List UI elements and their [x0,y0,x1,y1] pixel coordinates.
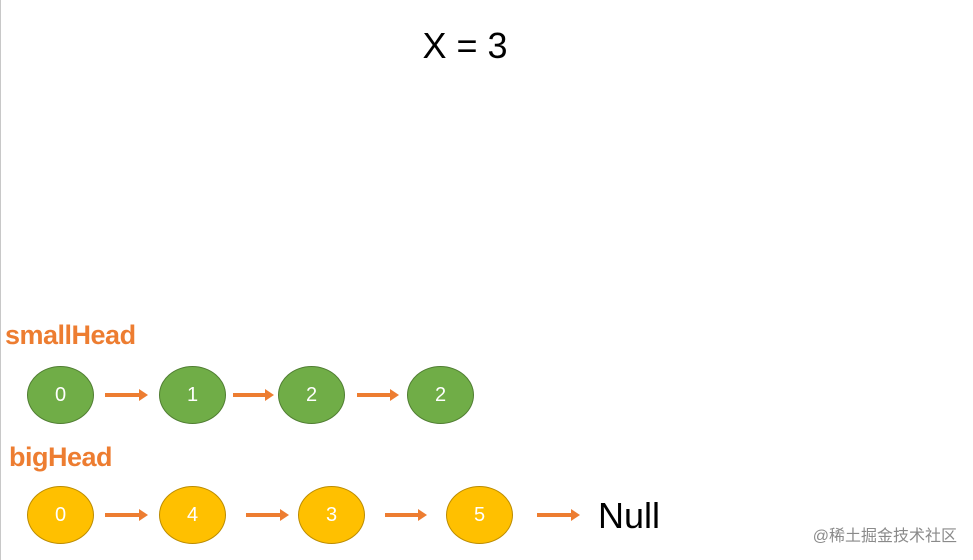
small-list-arrow [105,388,148,402]
watermark: @稀土掘金技术社区 [812,528,957,545]
big-list-node: 5 [446,486,513,544]
small-list-node: 0 [27,366,94,424]
small-list-node: 2 [407,366,474,424]
big-list-node: 0 [27,486,94,544]
small-head-label: smallHead [5,320,136,350]
big-list-arrow [537,508,580,522]
diagram-title: X = 3 [422,25,508,66]
big-list-arrow [246,508,289,522]
big-list-arrow [385,508,427,522]
small-list-node: 1 [159,366,226,424]
big-list-arrow [105,508,148,522]
small-list-arrow [233,388,274,402]
small-list-node: 2 [278,366,345,424]
small-list-arrow [357,388,399,402]
big-list-node: 3 [298,486,365,544]
null-terminal: Null [598,495,661,536]
big-list-node: 4 [159,486,226,544]
page-border-line [0,0,1,560]
big-head-label: bigHead [9,442,113,472]
